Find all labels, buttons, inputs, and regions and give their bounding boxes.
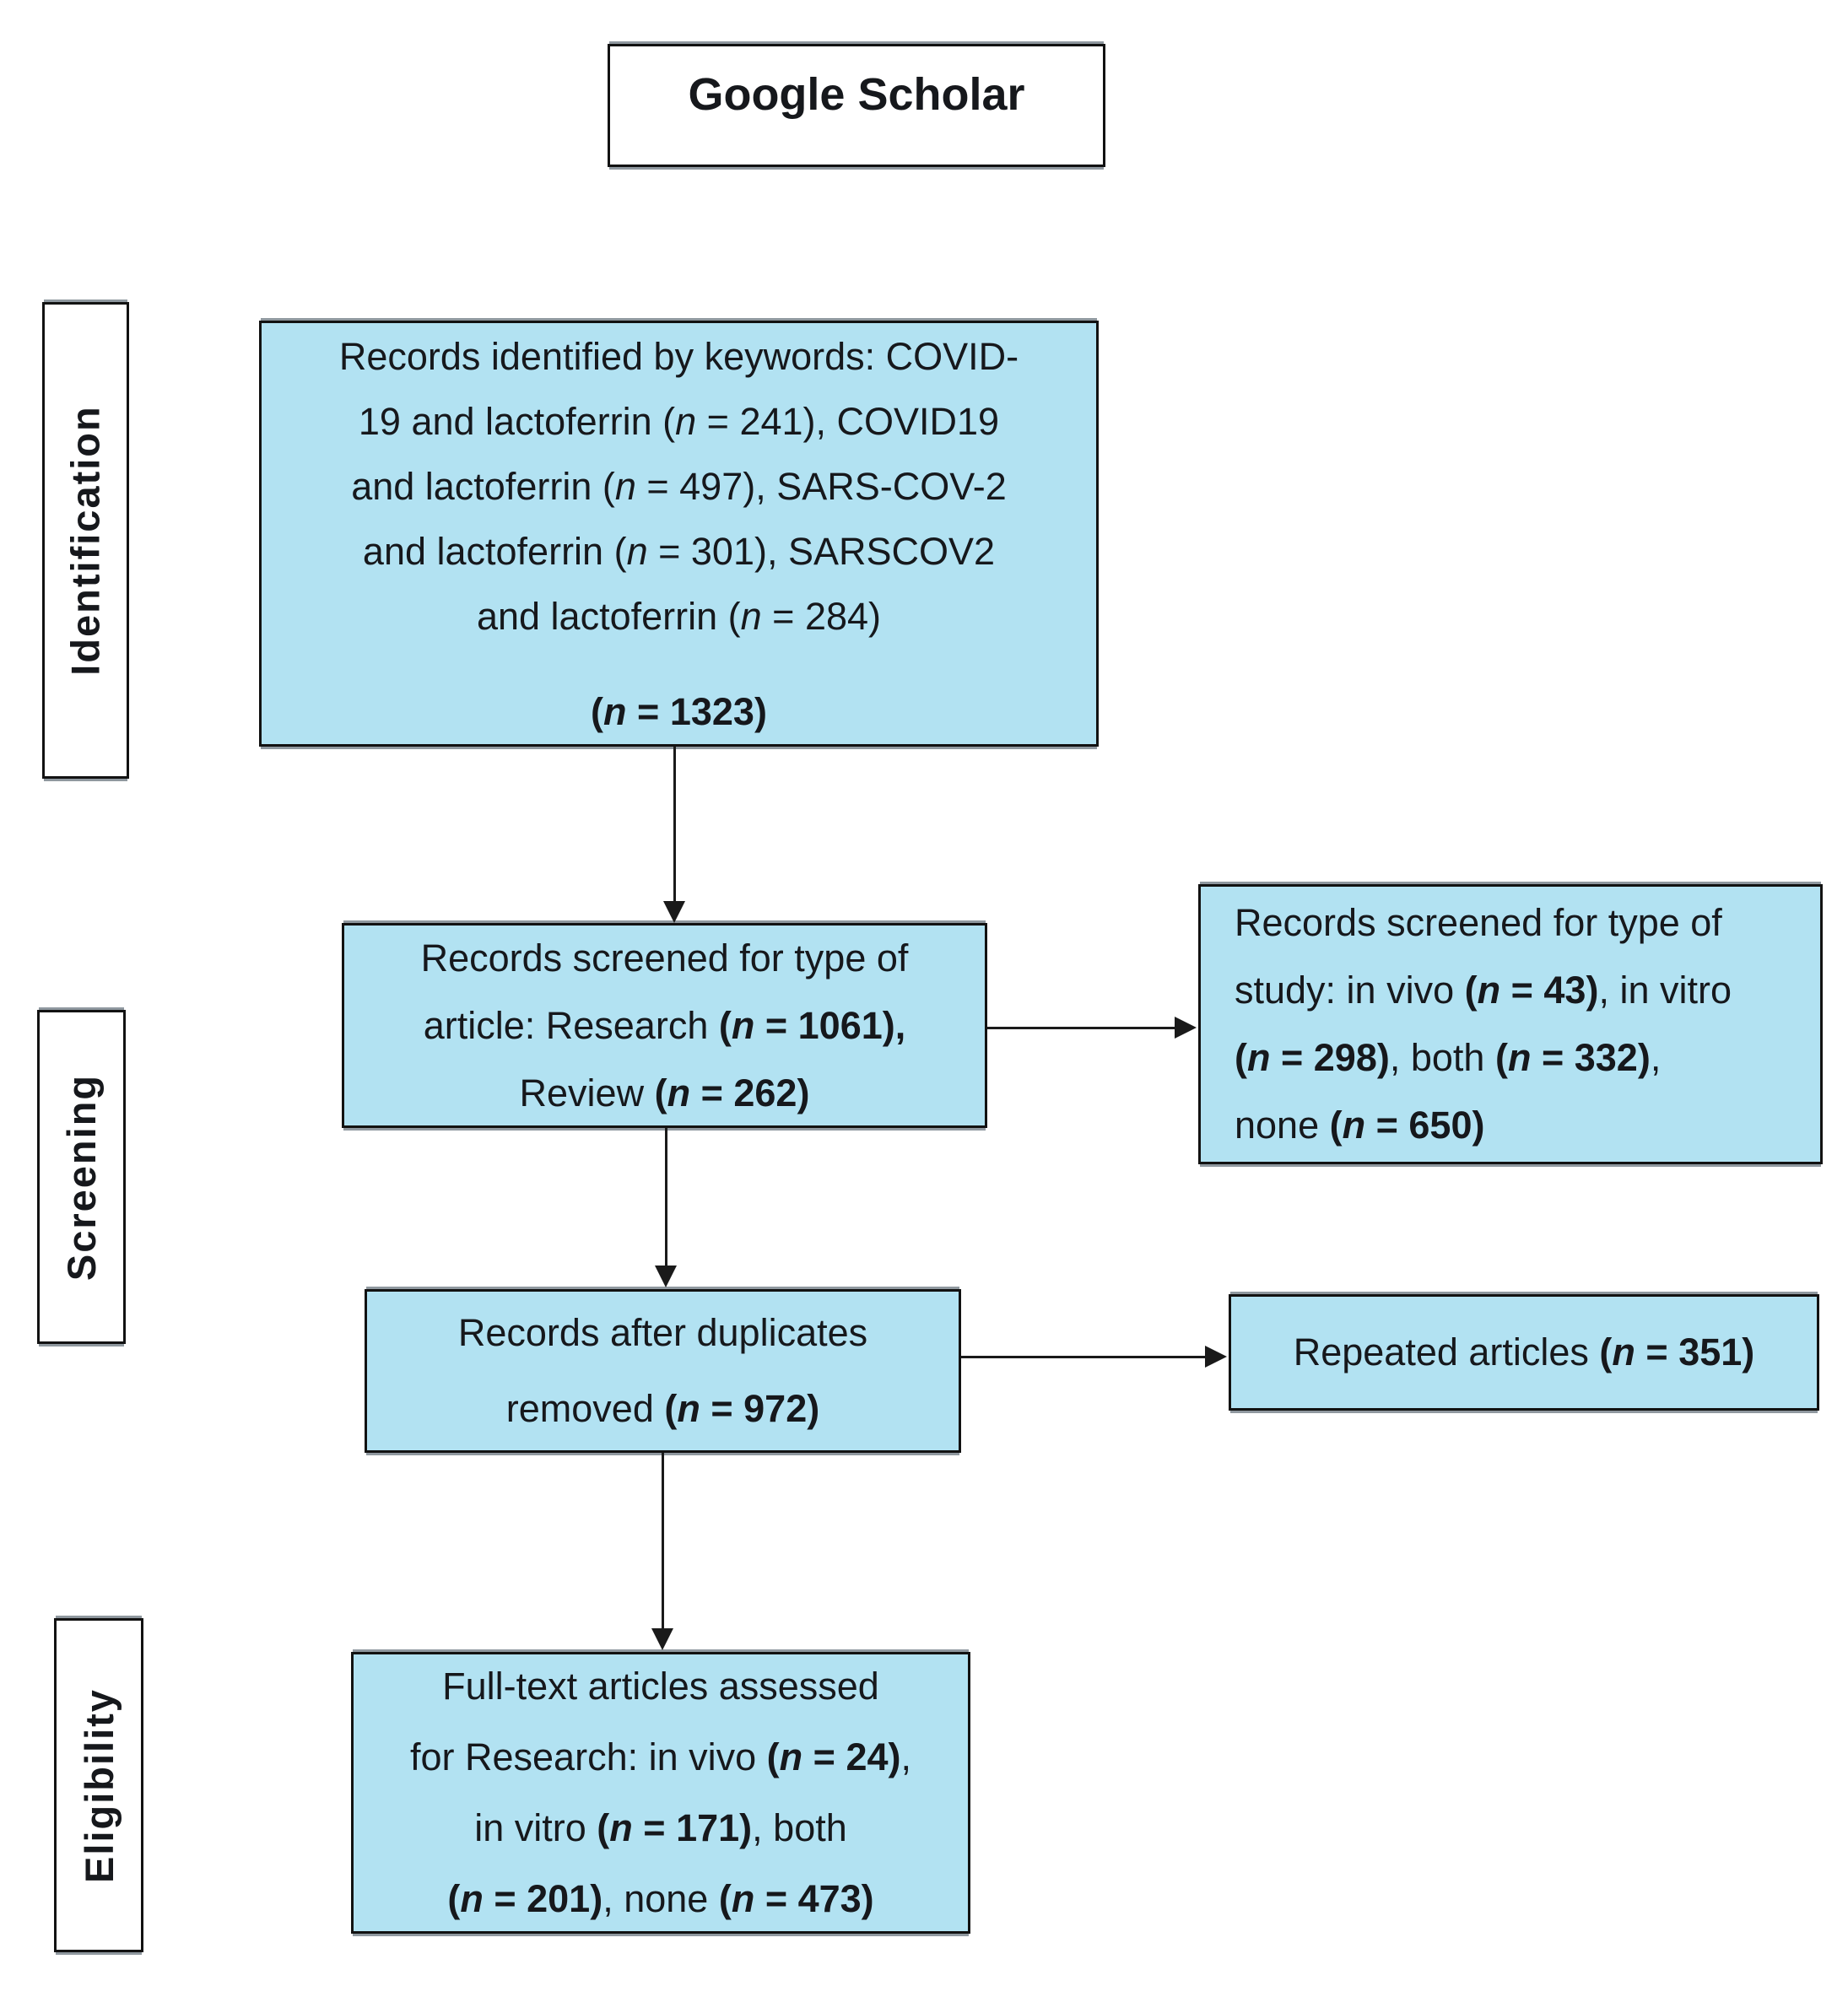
records-identified-text: Records identified by keywords: COVID-19…	[338, 334, 1019, 638]
arrow-down-icon	[655, 1266, 677, 1287]
arrow-down-icon	[651, 1628, 673, 1650]
arrow-right-icon	[1205, 1346, 1227, 1368]
repeated-articles-box: Repeated articles (n = 351)	[1229, 1294, 1819, 1411]
source-database-label: Google Scholar	[688, 69, 1025, 120]
connector-duplicates-to-repeated-line	[961, 1356, 1207, 1358]
records-identified-box: Records identified by keywords: COVID-19…	[259, 321, 1099, 747]
stage-label-screening: Screening	[59, 1073, 104, 1281]
stage-label-identification: Identification	[63, 405, 109, 676]
repeated-articles-text: Repeated articles (n = 351)	[1293, 1330, 1755, 1373]
arrow-down-icon	[663, 901, 685, 923]
records-identified-total: (n = 1323)	[591, 689, 767, 733]
source-database-box: Google Scholar	[608, 44, 1105, 167]
connector-article-to-study-line	[987, 1027, 1176, 1029]
stage-box-screening: Screening	[37, 1010, 126, 1344]
stage-box-eligibility: Eligibility	[54, 1618, 143, 1952]
stage-label-eligibility: Eligibility	[76, 1687, 122, 1883]
arrow-right-icon	[1175, 1017, 1197, 1039]
connector-identified-to-screened-line	[673, 747, 676, 903]
stage-box-identification: Identification	[42, 302, 129, 779]
connector-duplicates-to-fulltext-line	[662, 1453, 664, 1630]
connector-screened-to-duplicates-line	[665, 1128, 667, 1267]
